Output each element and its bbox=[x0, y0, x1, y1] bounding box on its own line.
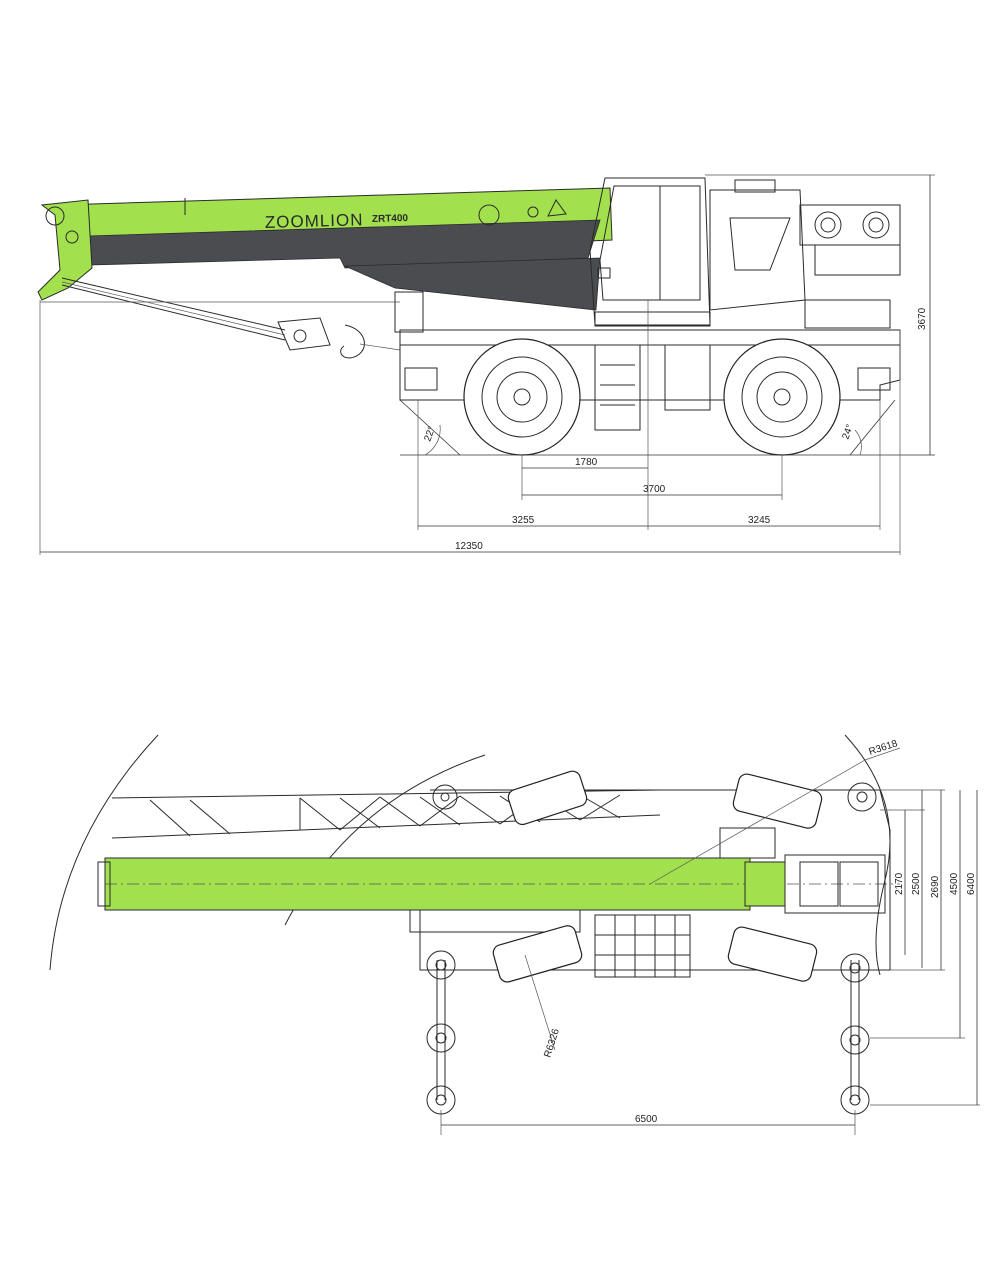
engine bbox=[804, 299, 891, 329]
superstructure bbox=[709, 189, 806, 311]
dim-6500: 6500 bbox=[635, 1114, 658, 1125]
dim-r3618: R3618 bbox=[868, 738, 900, 758]
cab bbox=[589, 177, 711, 326]
dim-2690: 2690 bbox=[930, 875, 941, 898]
counterweight-top bbox=[784, 854, 886, 914]
dim-4500: 4500 bbox=[949, 872, 960, 895]
side-view: ZOOMLION ZRT400 bbox=[37, 174, 935, 555]
dim-1780: 1780 bbox=[575, 457, 598, 468]
cab-top bbox=[719, 827, 776, 859]
dim-6400: 6400 bbox=[966, 872, 977, 895]
engine-grille bbox=[594, 914, 691, 978]
dim-3700: 3700 bbox=[643, 484, 666, 495]
outrigger-pads bbox=[426, 782, 877, 1115]
boom-pin bbox=[478, 204, 500, 226]
dim-3245: 3245 bbox=[748, 515, 771, 526]
tyre-front-right bbox=[492, 925, 583, 983]
hook bbox=[340, 324, 365, 359]
ladder bbox=[594, 344, 641, 431]
boom-head bbox=[37, 199, 93, 301]
hook-block bbox=[277, 317, 331, 351]
dim-2500: 2500 bbox=[911, 872, 922, 895]
dim-3255: 3255 bbox=[512, 515, 535, 526]
boom-lower-section bbox=[344, 257, 601, 311]
fuel-tank bbox=[664, 344, 711, 411]
top-view: R3618 R6326 2170 2500 2690 4500 6400 650… bbox=[49, 734, 980, 1135]
tyre-rear-right bbox=[727, 926, 818, 982]
dim-r6326: R6326 bbox=[542, 1027, 562, 1059]
departure-angle-label: 24° bbox=[840, 423, 856, 441]
head-sheave bbox=[45, 206, 65, 226]
boom-swing-arc bbox=[49, 734, 159, 971]
dim-2170: 2170 bbox=[894, 872, 905, 895]
head-sheave-small bbox=[65, 230, 79, 244]
model-label: ZRT400 bbox=[372, 213, 409, 225]
approach-angle-label: 22° bbox=[422, 425, 438, 443]
tyre-front-left bbox=[507, 770, 588, 826]
brand-label: ZOOMLION bbox=[265, 210, 364, 232]
tyre-rear-left bbox=[732, 773, 823, 829]
front-wheel bbox=[463, 338, 581, 456]
dim-12350: 12350 bbox=[455, 541, 483, 552]
rear-wheel bbox=[723, 338, 841, 456]
dim-3670: 3670 bbox=[917, 307, 928, 330]
